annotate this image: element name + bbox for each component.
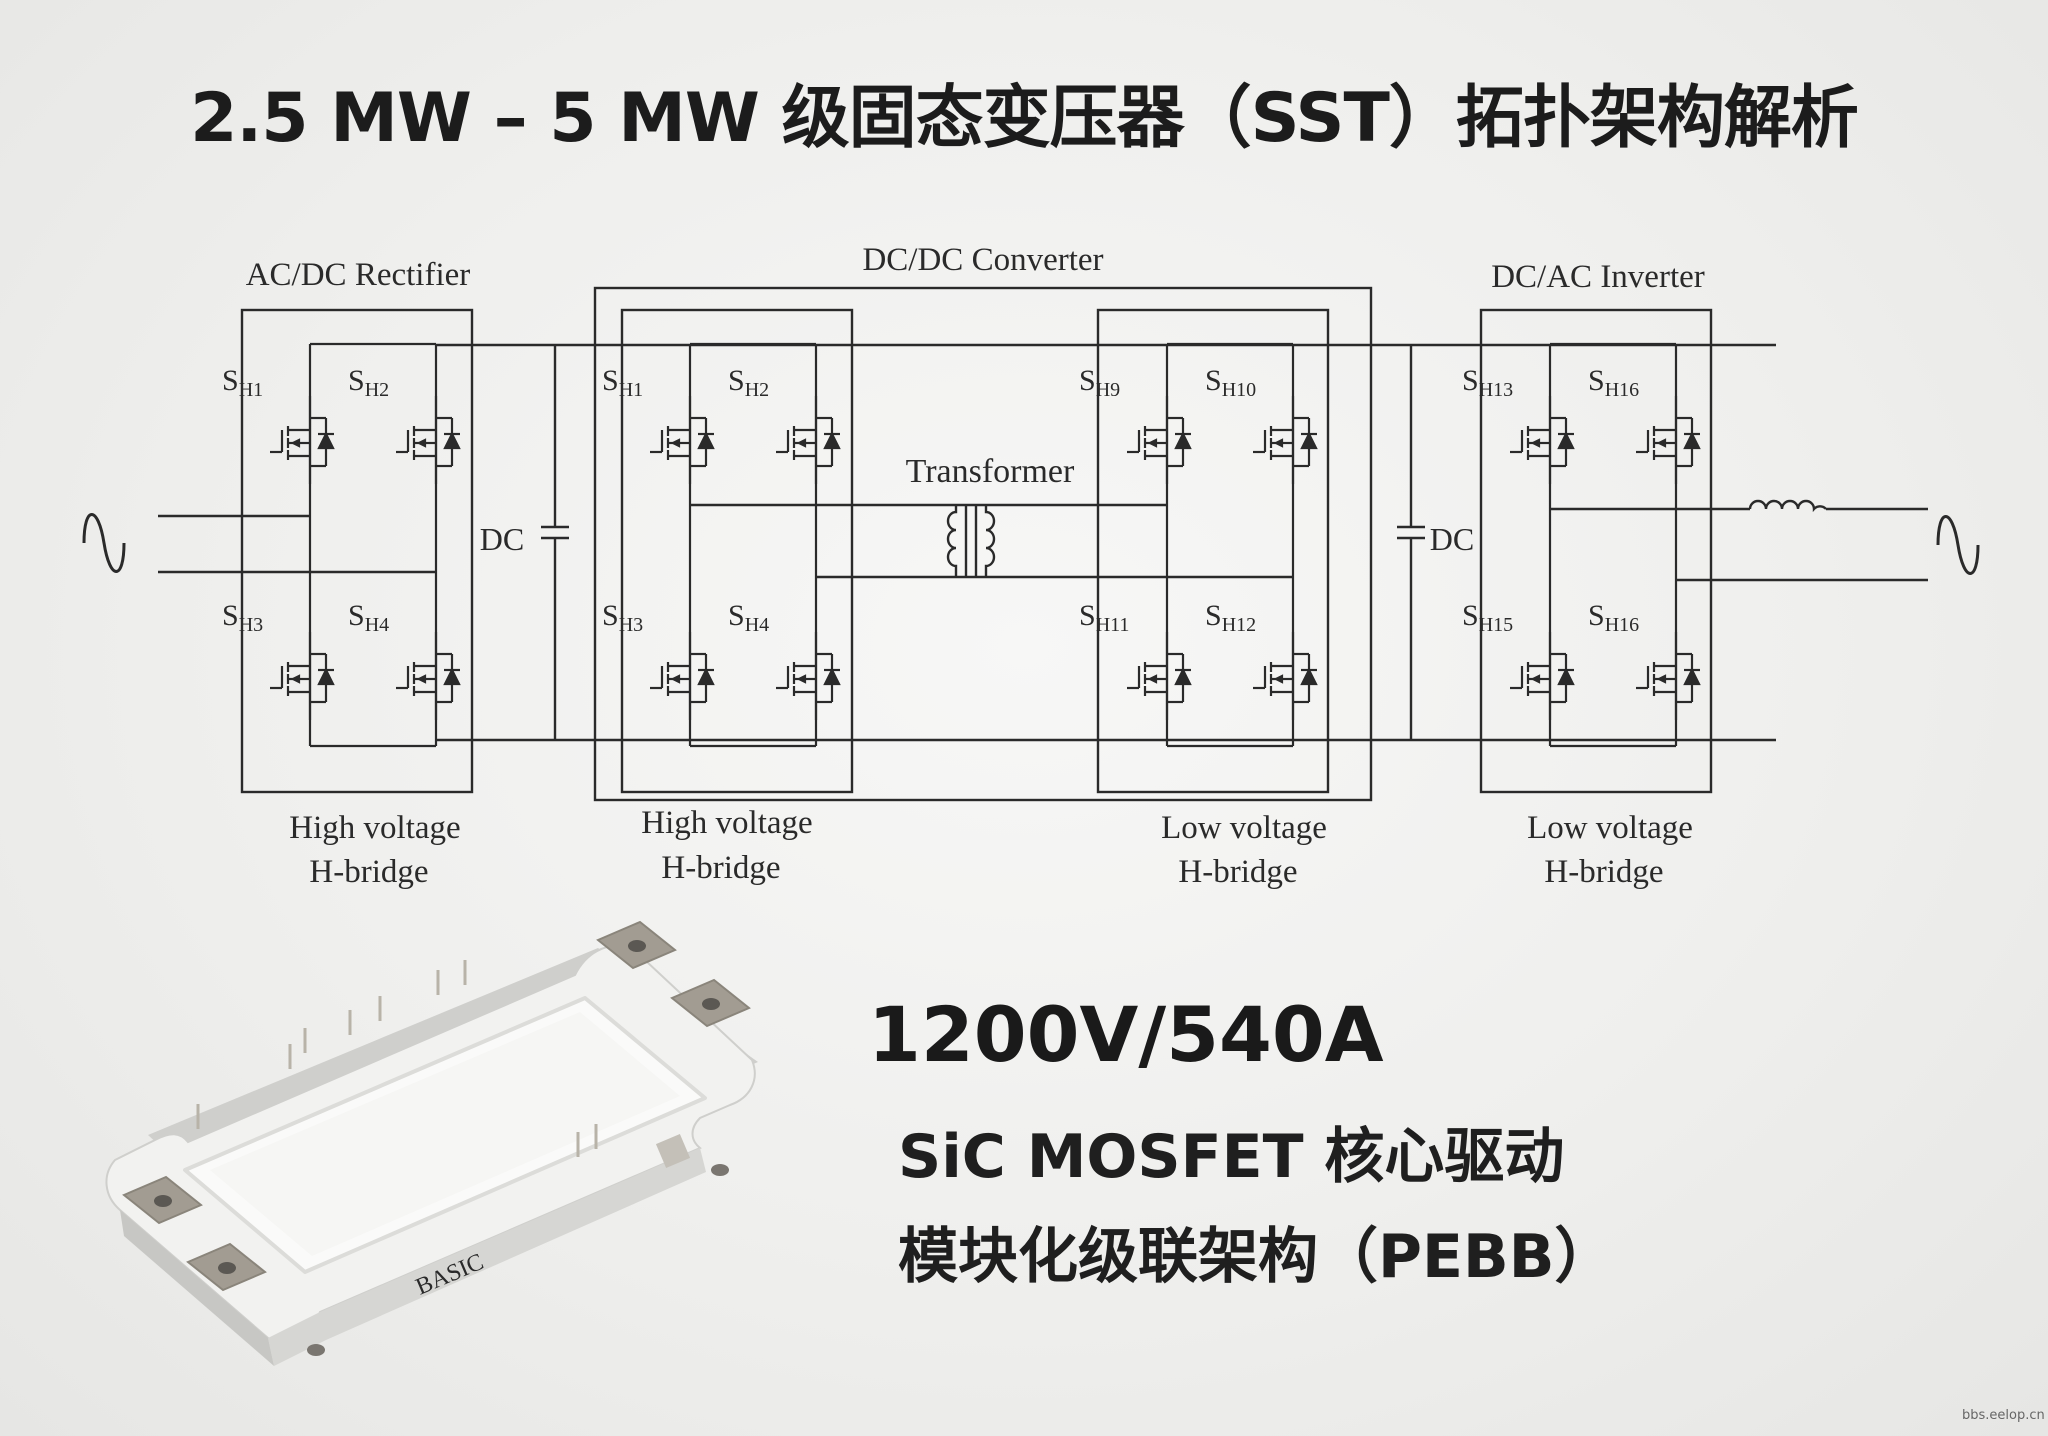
bridge-4-caption-line1: Low voltage [1527, 810, 1693, 846]
switch-label-b2-3: SH3 [602, 599, 643, 636]
switch-label-b2-1: SH1 [602, 364, 643, 401]
bridge-2-caption-line1: High voltage [641, 805, 812, 841]
description-line-2: 模块化级联架构（PEBB） [898, 1222, 1615, 1292]
switch-label-b2-4: SH4 [728, 599, 769, 636]
rectifier-title: AC/DC Rectifier [246, 257, 471, 293]
inverter-box [1479, 308, 1713, 794]
bridge-4 [1510, 344, 1700, 746]
bridge-4-caption-line2: H-bridge [1544, 854, 1663, 890]
switch-label-b3-3: SH11 [1079, 599, 1129, 636]
bridge-3-caption-line1: Low voltage [1161, 810, 1327, 846]
bridge-1 [270, 344, 460, 746]
transformer-icon [690, 503, 1293, 579]
switch-label-b4-1: SH13 [1462, 364, 1513, 401]
inverter-title: DC/AC Inverter [1491, 259, 1705, 295]
dc-dc-converter-box [593, 286, 1373, 802]
transformer-label: Transformer [906, 453, 1075, 490]
switch-label-b3-1: SH9 [1079, 364, 1120, 401]
switch-label-b1-4: SH4 [348, 599, 389, 636]
page-title: 2.5 MW – 5 MW 级固态变压器（SST）拓扑架构解析 [190, 79, 1859, 158]
ac-output-icon [1550, 499, 1980, 582]
switch-label-b4-2: SH16 [1588, 364, 1639, 401]
bridge-2-caption-line2: H-bridge [661, 850, 780, 886]
hv-bridge-box [620, 308, 854, 794]
switch-label-b4-4: SH16 [1588, 599, 1639, 636]
spec-rating: 1200V/540A [868, 990, 1384, 1079]
switch-label-b1-2: SH2 [348, 364, 389, 401]
switch-label-b1-1: SH1 [222, 364, 263, 401]
converter-title: DC/DC Converter [862, 242, 1103, 278]
switch-label-b3-2: SH10 [1205, 364, 1256, 401]
watermark: bbs.eelop.cn [1962, 1408, 2045, 1423]
bridge-1-caption-line2: H-bridge [309, 854, 428, 890]
power-module-image: BASIC [105, 920, 758, 1366]
lv-bridge-box [1096, 308, 1330, 794]
switch-label-b2-2: SH2 [728, 364, 769, 401]
switch-label-b4-3: SH15 [1462, 599, 1513, 636]
dc-link-label-left: DC [480, 521, 524, 557]
rectifier-box [240, 308, 474, 794]
switch-label-b3-4: SH12 [1205, 599, 1256, 636]
bridge-2 [650, 344, 840, 746]
description-line-1: SiC MOSFET 核心驱动 [898, 1122, 1565, 1192]
bridge-3-caption-line2: H-bridge [1178, 854, 1297, 890]
dc-link-label-right: DC [1430, 521, 1474, 557]
switch-label-b1-3: SH3 [222, 599, 263, 636]
bridge-3 [1127, 344, 1317, 746]
ac-source-icon [82, 513, 436, 574]
bridge-1-caption-line1: High voltage [289, 810, 460, 846]
